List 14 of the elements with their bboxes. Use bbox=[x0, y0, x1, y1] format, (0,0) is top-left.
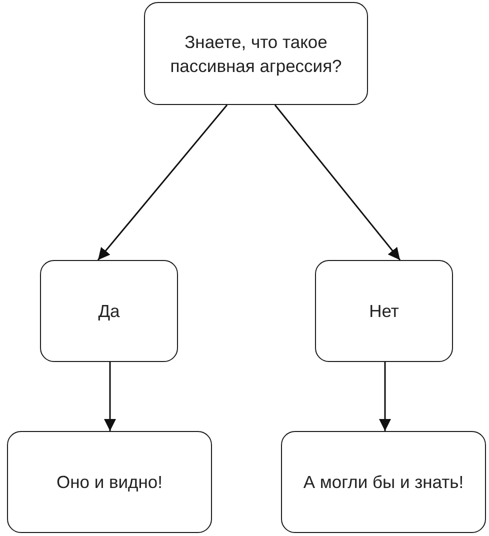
node-text: Нет bbox=[369, 300, 399, 323]
rounded-box bbox=[315, 260, 453, 362]
node-text: Знаете, что такое пассивная агрессия? bbox=[169, 30, 343, 78]
rounded-box bbox=[40, 260, 178, 362]
node-text: А могли бы и знать! bbox=[303, 471, 464, 494]
arrow bbox=[97, 104, 228, 260]
node-text: Оно и видно! bbox=[56, 471, 163, 494]
arrow bbox=[379, 362, 391, 431]
rounded-box bbox=[7, 431, 212, 533]
rounded-box bbox=[281, 431, 486, 533]
node-text: Да bbox=[98, 300, 120, 323]
rounded-box bbox=[144, 2, 368, 105]
arrow bbox=[274, 104, 401, 260]
arrow bbox=[104, 362, 116, 431]
